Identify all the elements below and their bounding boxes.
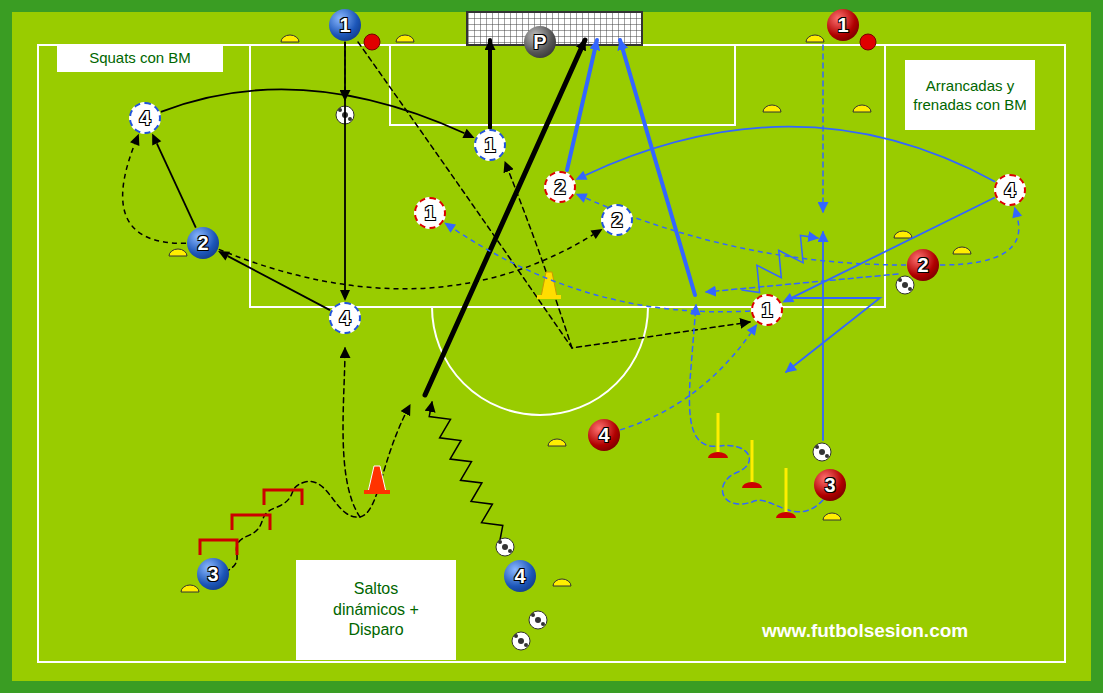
player-marker: 4 bbox=[588, 419, 620, 451]
player-number: 2 bbox=[554, 177, 565, 197]
player-number: 4 bbox=[514, 566, 525, 586]
label-box: Saltos dinámicos + Disparo bbox=[296, 560, 456, 660]
label-box: Arrancadas y frenadas con BM bbox=[905, 60, 1035, 130]
movement-arrow bbox=[620, 324, 757, 430]
label-box: Squats con BM bbox=[57, 44, 223, 72]
player-marker: 1 bbox=[474, 129, 506, 161]
player-marker: 1 bbox=[751, 294, 783, 326]
movement-arrow bbox=[161, 89, 475, 138]
player-number: 4 bbox=[598, 425, 609, 445]
player-number: 1 bbox=[339, 15, 350, 35]
player-marker: P bbox=[524, 26, 556, 58]
player-number: 4 bbox=[1004, 180, 1015, 200]
player-number: 2 bbox=[197, 233, 208, 253]
player-number: 1 bbox=[837, 15, 848, 35]
player-number: 2 bbox=[611, 210, 622, 230]
player-number: 1 bbox=[424, 203, 435, 223]
watermark: www.futbolsesion.com bbox=[762, 620, 968, 642]
exercise-label: Saltos dinámicos + Disparo bbox=[317, 579, 435, 641]
movement-arrow bbox=[576, 194, 906, 265]
player-marker: 1 bbox=[329, 9, 361, 41]
player-marker: 2 bbox=[907, 249, 939, 281]
player-number: 1 bbox=[761, 300, 772, 320]
player-number: 3 bbox=[824, 475, 835, 495]
player-marker: 3 bbox=[814, 469, 846, 501]
movement-arrow bbox=[340, 42, 350, 301]
player-marker: 4 bbox=[994, 174, 1026, 206]
movement-arrow bbox=[218, 251, 330, 310]
player-number: P bbox=[533, 32, 546, 52]
player-number: 4 bbox=[139, 108, 150, 128]
player-number: 3 bbox=[207, 564, 218, 584]
player-marker: 2 bbox=[187, 227, 219, 259]
player-marker: 4 bbox=[504, 560, 536, 592]
movement-arrow bbox=[940, 206, 1022, 265]
player-marker: 4 bbox=[129, 102, 161, 134]
movement-arrow bbox=[444, 222, 750, 311]
player-marker: 1 bbox=[827, 9, 859, 41]
player-number: 1 bbox=[484, 135, 495, 155]
movement-arrow bbox=[152, 133, 196, 227]
player-marker: 1 bbox=[414, 197, 446, 229]
player-marker: 2 bbox=[544, 171, 576, 203]
exercise-label: Squats con BM bbox=[89, 48, 191, 68]
movement-arrow bbox=[575, 127, 995, 182]
player-number: 2 bbox=[917, 255, 928, 275]
movement-arrow bbox=[782, 198, 995, 303]
player-marker: 2 bbox=[601, 204, 633, 236]
player-marker: 3 bbox=[197, 558, 229, 590]
movement-arrow bbox=[219, 229, 603, 289]
movement-arrow bbox=[123, 134, 186, 244]
player-number: 4 bbox=[339, 308, 350, 328]
player-marker: 4 bbox=[329, 302, 361, 334]
exercise-label: Arrancadas y frenadas con BM bbox=[913, 76, 1027, 115]
